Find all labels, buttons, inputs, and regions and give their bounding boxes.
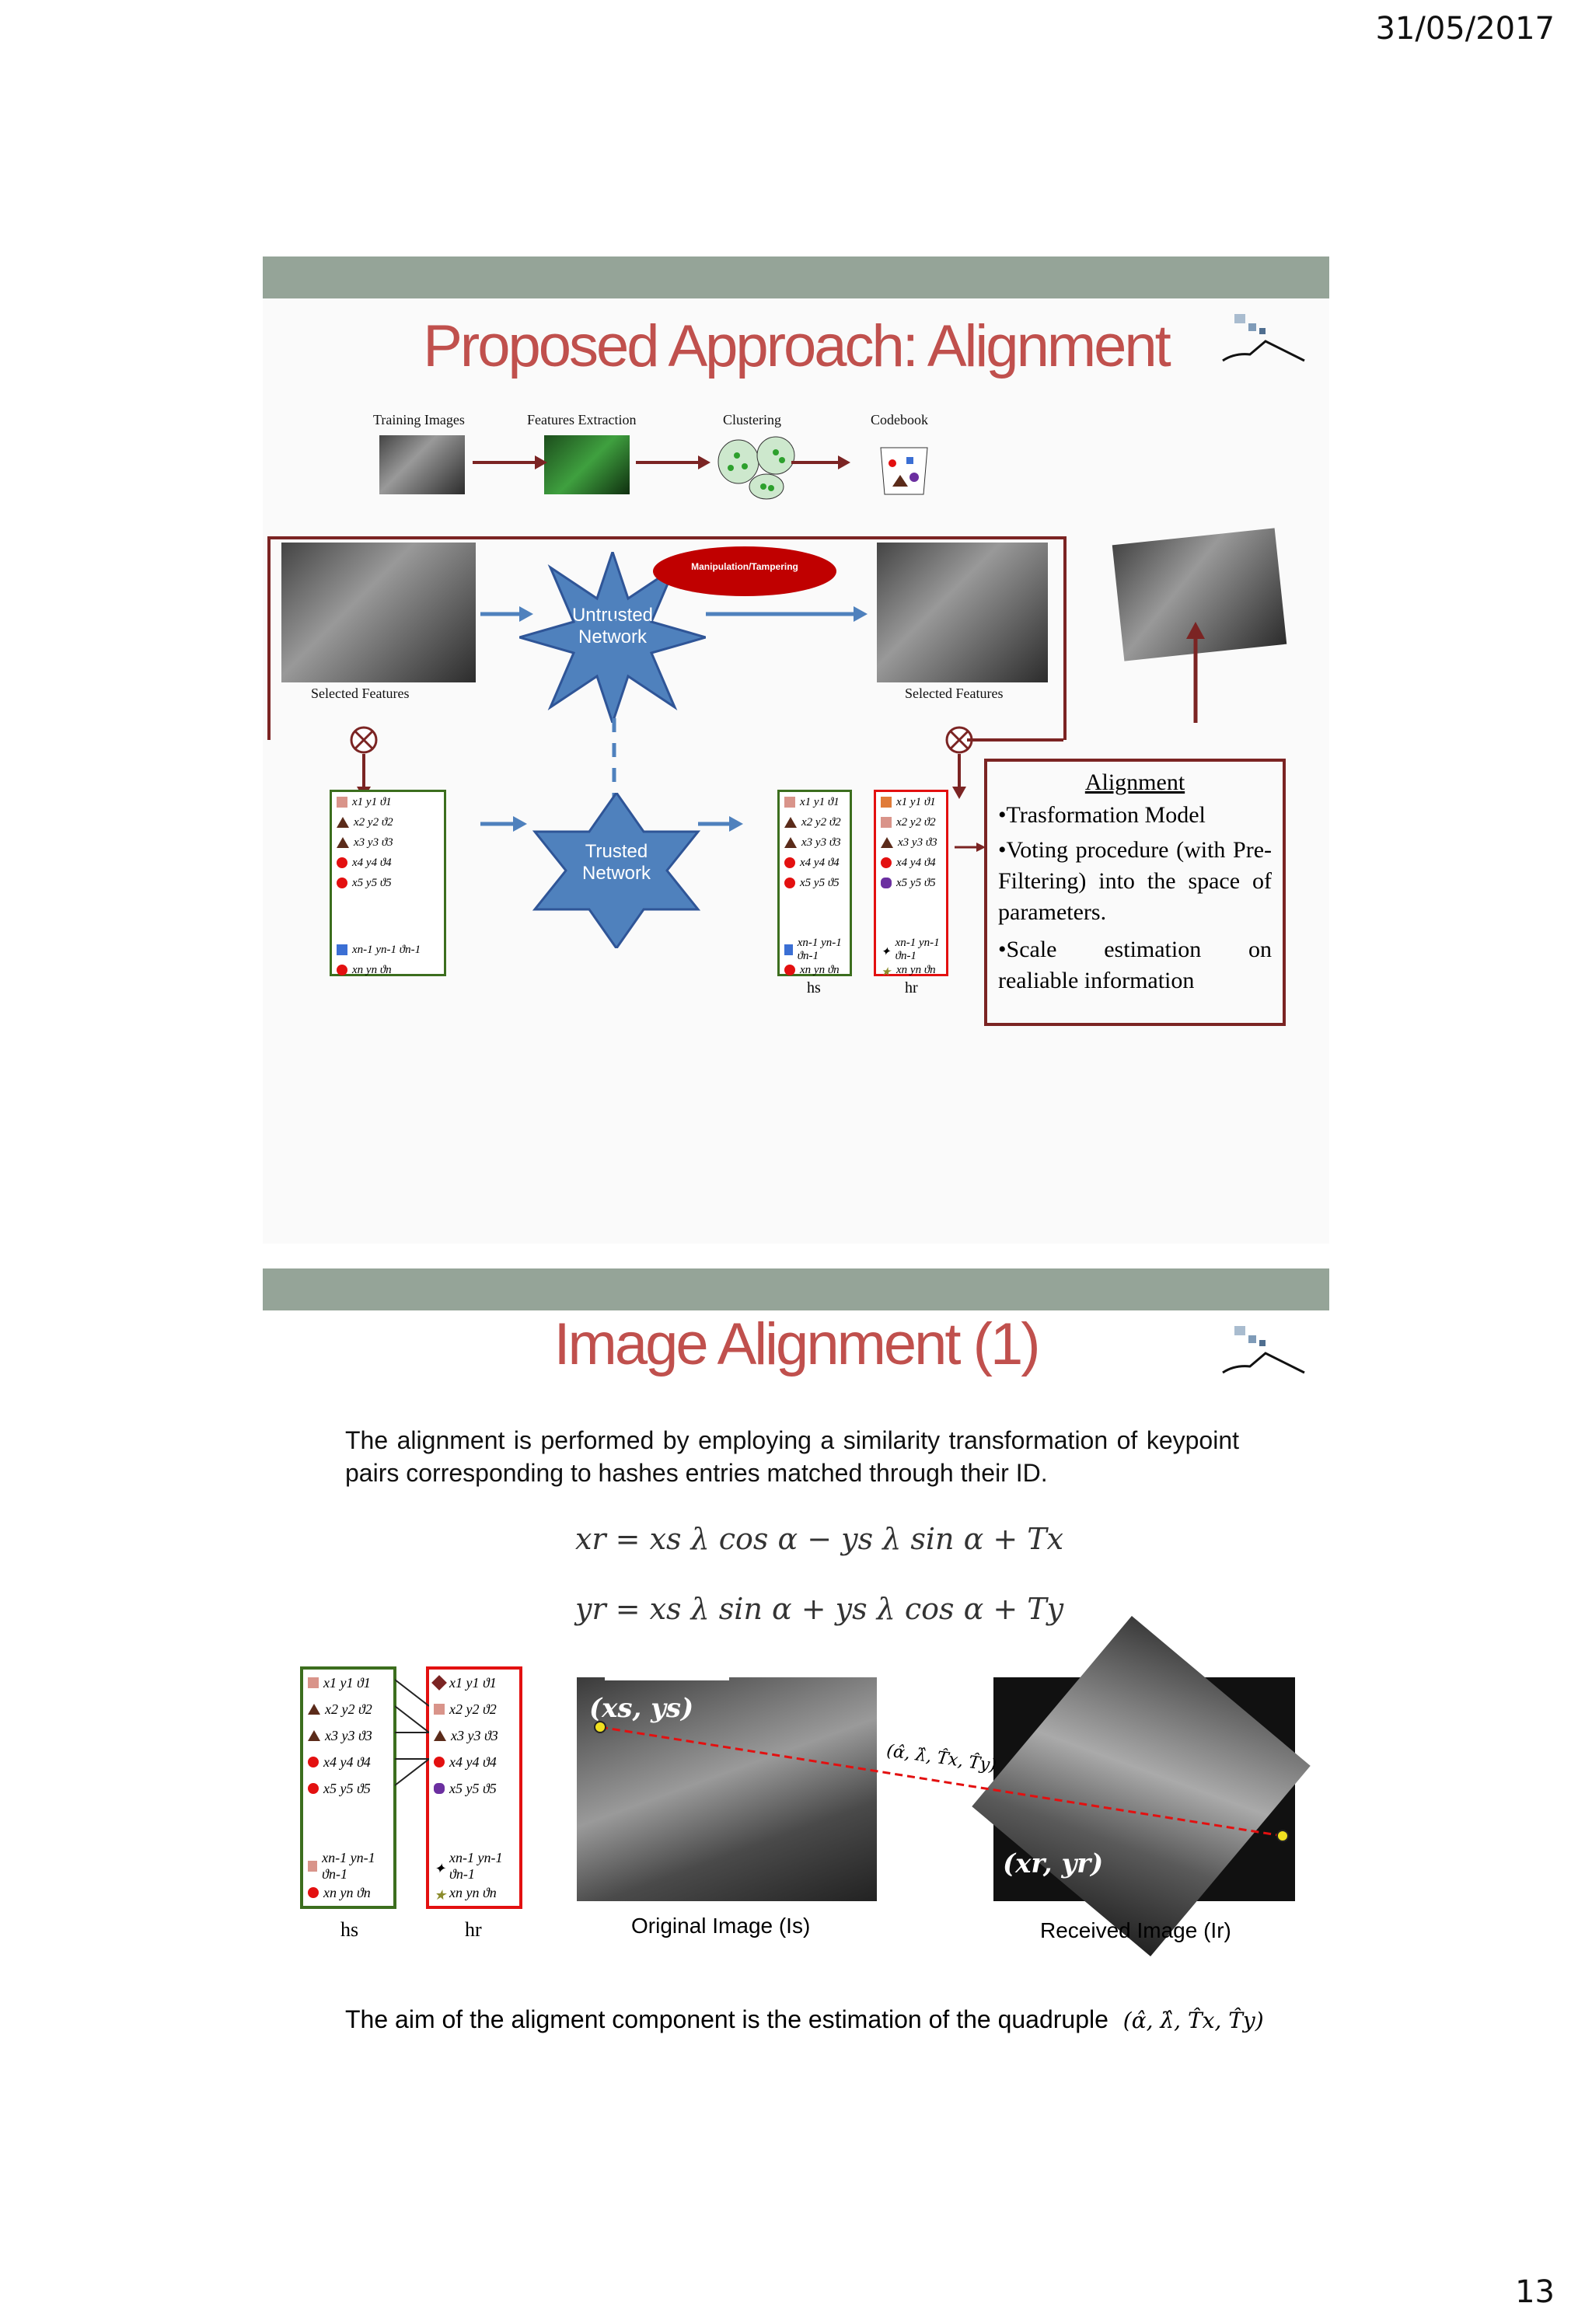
training-image-thumbnail: [379, 435, 465, 494]
label-features-extraction: Features Extraction: [527, 412, 637, 427]
alignment-bullet: •Trasformation Model: [998, 802, 1206, 828]
label-training-images: Training Images: [373, 412, 465, 427]
table-row: x2 y2 ϑ2: [303, 1696, 393, 1722]
alignment-bullet: •Scale estimation on realiable informati…: [998, 937, 1272, 993]
received-image-frame: [972, 1616, 1311, 1956]
table-row: x3 y3 ϑ3: [780, 832, 850, 853]
table-row: x3 y3 ϑ3: [332, 832, 444, 853]
alignment-bullet: •Voting procedure (with Pre-Filtering) i…: [998, 837, 1272, 925]
logo-icon: [1222, 1326, 1305, 1374]
source-image-features: [281, 543, 476, 682]
feature-flow-frame: [267, 536, 1067, 740]
manipulation-cloud: [653, 546, 836, 596]
clustering-icon: [717, 436, 795, 500]
selected-features-left: Selected Features: [311, 686, 410, 701]
pipeline-arrows: [473, 455, 850, 469]
table-row: x2 y2 ϑ2: [332, 812, 444, 832]
label-clustering: Clustering: [723, 412, 781, 427]
slide-title: Proposed Approach: Alignment: [423, 313, 1171, 379]
table-row: x5 y5 ϑ5: [780, 873, 850, 893]
table-row: x5 y5 ϑ5: [429, 1775, 519, 1802]
label-codebook: Codebook: [871, 412, 928, 427]
page-number: 13: [1515, 2274, 1555, 2310]
table-row: xn yn ϑn: [303, 1879, 393, 1906]
conclusion-sentence: The aim of the aligment component is the…: [345, 2005, 1108, 2033]
table-row: x1 y1 ϑ1: [780, 792, 850, 812]
table-row: x5 y5 ϑ5: [876, 873, 946, 893]
table-row: [332, 893, 444, 940]
slide-header-bar: [263, 256, 1329, 298]
table-row: x3 y3 ϑ3: [876, 832, 946, 853]
table-row: x5 y5 ϑ5: [303, 1775, 393, 1802]
table-row: x2 y2 ϑ2: [876, 812, 946, 832]
source-point-label: (xs, ys): [589, 1693, 694, 1724]
slide-title: Image Alignment (1): [553, 1311, 1040, 1377]
table-row: xn yn ϑn: [780, 960, 850, 980]
table-row: ★xn yn ϑn: [881, 963, 936, 979]
hs-label: hs: [807, 979, 821, 996]
selected-features-right: Selected Features: [905, 686, 1004, 701]
table-row: xn-1 yn-1 ϑn-1: [332, 940, 444, 960]
intro-paragraph: The alignment is performed by employing …: [345, 1426, 1239, 1487]
hs-table-source: x1 y1 ϑ1 x2 y2 ϑ2 x3 y3 ϑ3 x4 y4 ϑ4 x5 y…: [330, 790, 446, 976]
table-row: ✦xn-1 yn-1 ϑn-1: [434, 1850, 503, 1882]
table-row: x1 y1 ϑ1: [876, 792, 946, 812]
table-row: x2 y2 ϑ2: [429, 1696, 519, 1722]
manipulation-label: Manipulation/Tampering: [691, 561, 798, 572]
correspondence-line: [594, 1721, 1289, 1842]
codebook-icon: [880, 447, 928, 495]
table-row: x4 y4 ϑ4: [303, 1749, 393, 1775]
table-row: x1 y1 ϑ1: [332, 792, 444, 812]
alignment-box: Alignment •Trasformation Model •Voting p…: [984, 759, 1286, 1026]
equation-xr: xr = xs λ cos α − ys λ sin α + Tx: [575, 1522, 1064, 1556]
match-lines: [395, 1679, 429, 1786]
table-row: x4 y4 ϑ4: [780, 853, 850, 873]
received-point-label: (xr, yr): [1003, 1848, 1104, 1879]
received-image-features: [877, 543, 1048, 682]
table-row: ★xn yn ϑn: [434, 1884, 497, 1904]
alignment-heading: Alignment: [1084, 769, 1185, 795]
table-row: xn-1 yn-1 ϑn-1: [780, 937, 850, 962]
untrusted-network-star: [519, 552, 706, 723]
table-row: [429, 1802, 519, 1853]
slide-date: 31/05/2017: [1375, 11, 1555, 47]
features-thumbnail: [544, 435, 630, 494]
logo-icon: [1222, 314, 1305, 362]
hs-label: hs: [340, 1918, 359, 1941]
table-row: x3 y3 ϑ3: [303, 1722, 393, 1749]
table-row: xn yn ϑn: [332, 960, 444, 980]
original-image-caption: Original Image (Is): [631, 1914, 811, 1938]
hr-label: hr: [465, 1918, 482, 1941]
equation-yr: yr = xs λ sin α + ys λ cos α + Ty: [575, 1592, 1064, 1626]
table-row: xn-1 yn-1 ϑn-1: [303, 1850, 393, 1882]
hr-table: x1 y1 ϑ1 x2 y2 ϑ2 x3 y3 ϑ3 x4 y4 ϑ4 x5 y…: [426, 1666, 522, 1909]
table-row: x1 y1 ϑ1: [429, 1670, 519, 1696]
table-row: [780, 893, 850, 940]
table-row: x4 y4 ϑ4: [876, 853, 946, 873]
received-image-caption: Received Image (Ir): [1040, 1918, 1231, 1942]
table-row: ✦xn-1 yn-1 ϑn-1: [881, 937, 940, 962]
table-row: x5 y5 ϑ5: [332, 873, 444, 893]
table-row: x4 y4 ϑ4: [332, 853, 444, 873]
slide-alignment-overview: Proposed Approach: Alignment Training Im…: [263, 256, 1329, 1244]
trusted-network-label: Trusted Network: [581, 841, 651, 884]
table-row: x2 y2 ϑ2: [780, 812, 850, 832]
trusted-network-star: [532, 793, 701, 948]
quadruple: (α̂, λ̂, T̂x, T̂y): [1122, 2008, 1264, 2033]
hs-table-received: x1 y1 ϑ1 x2 y2 ϑ2 x3 y3 ϑ3 x4 y4 ϑ4 x5 y…: [777, 790, 852, 976]
table-row: [303, 1802, 393, 1853]
table-row: x4 y4 ϑ4: [429, 1749, 519, 1775]
hr-table-received: x1 y1 ϑ1 x2 y2 ϑ2 x3 y3 ϑ3 x4 y4 ϑ4 x5 y…: [874, 790, 948, 979]
hr-label: hr: [905, 979, 918, 996]
table-row: [876, 893, 946, 940]
original-image: [577, 1677, 877, 1901]
table-row: x1 y1 ϑ1: [303, 1670, 393, 1696]
hs-table: x1 y1 ϑ1 x2 y2 ϑ2 x3 y3 ϑ3 x4 y4 ϑ4 x5 y…: [300, 1666, 396, 1909]
table-row: x3 y3 ϑ3: [429, 1722, 519, 1749]
slide-header-bar: [263, 1268, 1329, 1310]
slide-image-alignment: Image Alignment (1) The alignment is per…: [263, 1268, 1329, 2085]
conclusion-text: The aim of the aligment component is the…: [345, 2005, 1264, 2034]
